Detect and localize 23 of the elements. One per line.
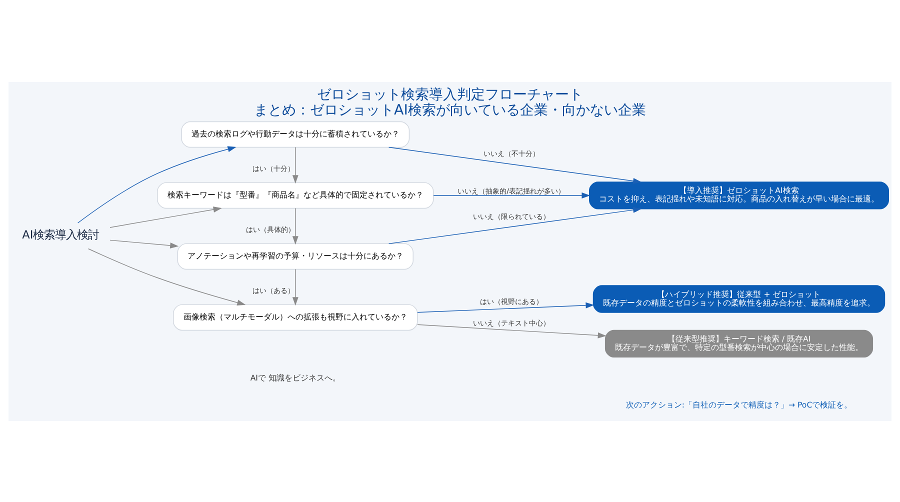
arrow [388,146,642,184]
arrow [388,206,642,244]
arrow [88,248,246,306]
arrow [292,268,298,306]
arrow [292,207,298,244]
arrow [110,206,222,228]
arrow [417,302,594,312]
arrow [77,146,236,223]
arrow [433,192,590,198]
edge-label: いいえ（不十分） [483,148,540,158]
edge-label: いいえ（テキスト中心） [472,318,550,327]
edge-label: はい（十分） [252,163,295,172]
edge-label: はい（具体的） [246,224,296,234]
arrow [110,239,179,248]
edge-label: はい（視野にある） [480,296,543,306]
edge-label: いいえ（抽象的/表記揺れが多い） [458,186,566,195]
edge-label: はい（ある） [252,285,294,294]
caption: まとめ：ゼロショットAI検索が向いている企業・向かない企業 [254,102,646,118]
arrow [292,146,298,184]
edge-label: いいえ（限られている） [472,211,550,220]
arrow [417,324,606,338]
node-text: AI検索導入検討 [22,227,100,242]
diagram-title: ゼロショット検索導入判定フローチャート [317,86,583,103]
